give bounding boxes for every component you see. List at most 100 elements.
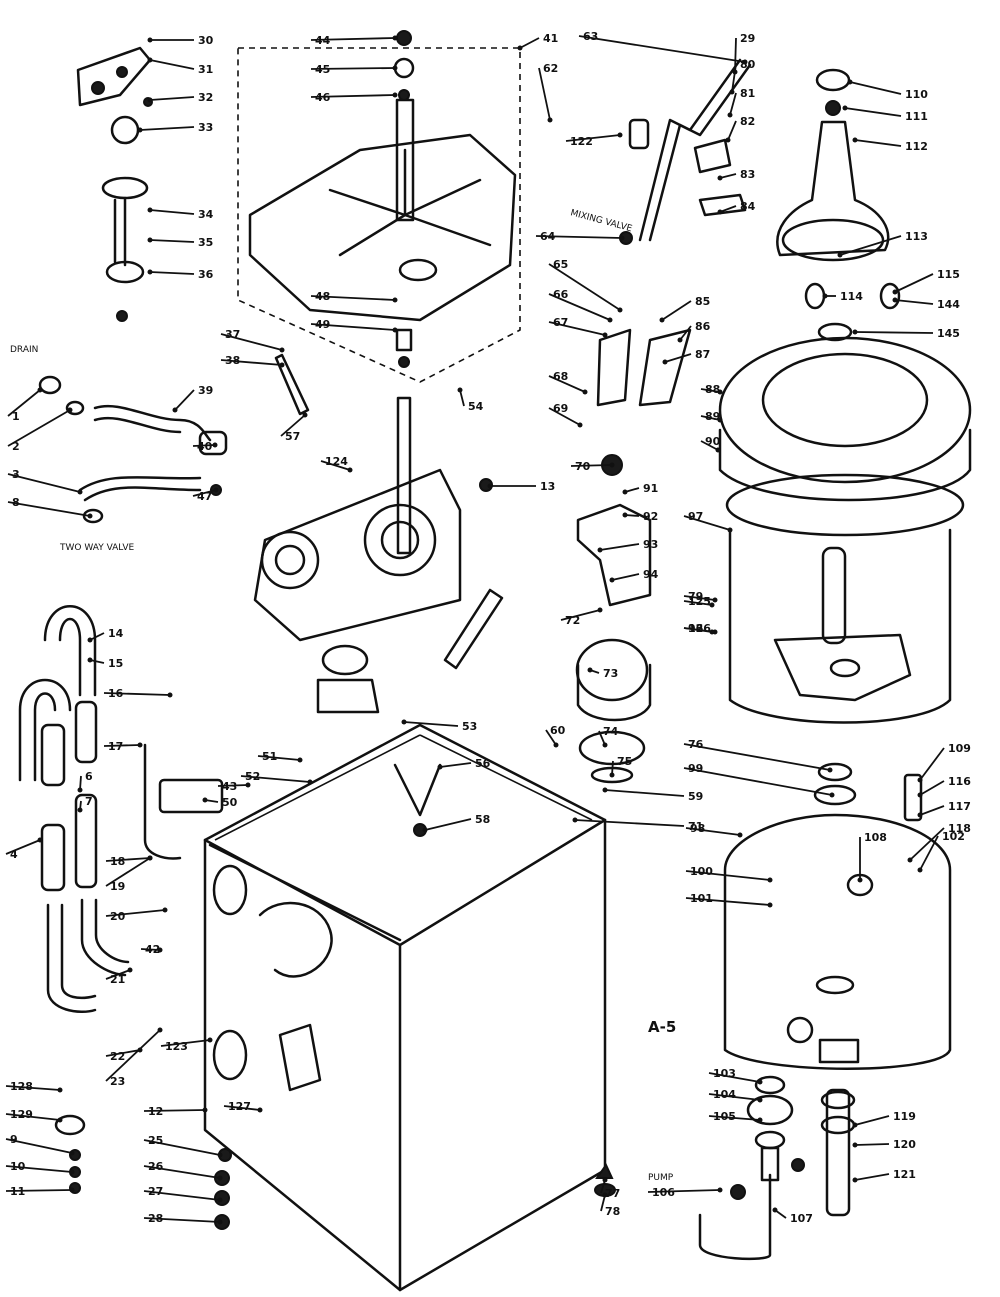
leader-line (217, 784, 249, 787)
leader-dot (147, 97, 153, 103)
callout-number: 48 (315, 290, 330, 303)
leader-line (257, 755, 301, 761)
leader-line (844, 107, 902, 117)
callout-number: 90 (705, 435, 721, 448)
leader-line (143, 1109, 206, 1112)
leader-dot (725, 137, 731, 143)
leader-line (570, 464, 613, 467)
leader-dot (69, 1169, 75, 1175)
callout-number: 85 (695, 295, 710, 308)
callout-number: 120 (893, 1138, 916, 1151)
leader-dot (77, 787, 83, 793)
leader-line (700, 440, 719, 451)
callout-number: 75 (617, 755, 632, 768)
callout-number: 101 (690, 892, 713, 905)
callout-number: 76 (688, 738, 704, 751)
motor-assembly (575, 328, 692, 784)
callout-number: 97 (688, 510, 703, 523)
callout-number: 92 (643, 510, 658, 523)
callout-number: 103 (713, 1067, 736, 1080)
callout-number: 60 (550, 724, 566, 737)
leader-dot (437, 764, 443, 770)
callout-number: 86 (695, 320, 711, 333)
leader-line (700, 388, 721, 393)
callout-number: 20 (110, 910, 126, 923)
callout-number: 108 (864, 831, 887, 844)
leader-line (548, 293, 611, 321)
leader-dot (709, 629, 715, 635)
callout-number: 31 (198, 63, 213, 76)
callout-number: 115 (937, 268, 960, 281)
leader-dot (87, 657, 93, 663)
leader-line (280, 414, 306, 437)
leader-dot (602, 332, 608, 338)
leader-dot (609, 462, 615, 468)
callout-number: 6 (85, 770, 93, 783)
callout-number: 123 (165, 1040, 188, 1053)
leader-dot (907, 857, 913, 863)
callout-number: 1 (12, 410, 20, 423)
callout-number: 63 (583, 30, 598, 43)
leader-dot (727, 112, 733, 118)
leader-dot (307, 779, 313, 785)
leader-dot (577, 422, 583, 428)
callout-number: 87 (695, 348, 710, 361)
callout-number: 72 (565, 614, 580, 627)
leader-dot (622, 512, 628, 518)
leader-dot (162, 907, 168, 913)
leader-line (5, 1189, 73, 1192)
callout-number: 14 (108, 627, 124, 640)
leader-dot (757, 1079, 763, 1085)
callout-number: 56 (475, 757, 491, 770)
leader-dot (607, 317, 613, 323)
callout-number: 43 (222, 780, 237, 793)
outer-tub (723, 762, 952, 1070)
callout-number: 53 (462, 720, 477, 733)
leader-line (223, 1105, 261, 1111)
callout-number: 18 (110, 855, 125, 868)
leader-line (7, 409, 71, 447)
leader-line (192, 489, 217, 497)
leader-dot (602, 1192, 608, 1198)
leader-line (535, 235, 623, 239)
agitator (776, 68, 901, 342)
note-pump: PUMP (648, 1173, 674, 1183)
leader-line (919, 780, 945, 796)
leader-dot (77, 489, 83, 495)
tub-ring-and-basket (718, 336, 972, 724)
callout-number: 106 (652, 1186, 675, 1199)
callout-number: 27 (148, 1185, 163, 1198)
leader-line (89, 632, 105, 641)
leader-dot (582, 389, 588, 395)
leader-line (611, 573, 640, 581)
leader-line (565, 134, 621, 142)
leader-line (7, 501, 91, 517)
leader-dot (757, 1117, 763, 1123)
leader-dot (401, 719, 407, 725)
leader-line (731, 63, 737, 93)
fill-hose-assembly (619, 58, 752, 245)
leader-line (149, 209, 195, 215)
callout-number: 144 (937, 298, 960, 311)
leader-line (220, 333, 283, 351)
callout-number: 36 (198, 268, 214, 281)
leader-line (5, 1138, 73, 1154)
transmission-assembly (253, 353, 504, 714)
callout-number: 104 (713, 1088, 736, 1101)
leader-dot (609, 577, 615, 583)
base-plate-assembly (237, 30, 521, 383)
callout-number: 32 (198, 91, 213, 104)
leader-line (310, 37, 396, 41)
leader-line (560, 609, 601, 621)
leader-line (143, 1217, 221, 1223)
leader-dot (37, 837, 43, 843)
leader-line (149, 271, 195, 275)
callout-number: 91 (643, 482, 658, 495)
callout-number: 9 (10, 1133, 18, 1146)
leader-line (600, 1194, 606, 1212)
callout-number: 66 (553, 288, 569, 301)
callout-number: 11 (10, 1185, 25, 1198)
callout-number: 113 (905, 230, 928, 243)
leader-dot (837, 252, 843, 258)
leader-line (320, 460, 351, 471)
